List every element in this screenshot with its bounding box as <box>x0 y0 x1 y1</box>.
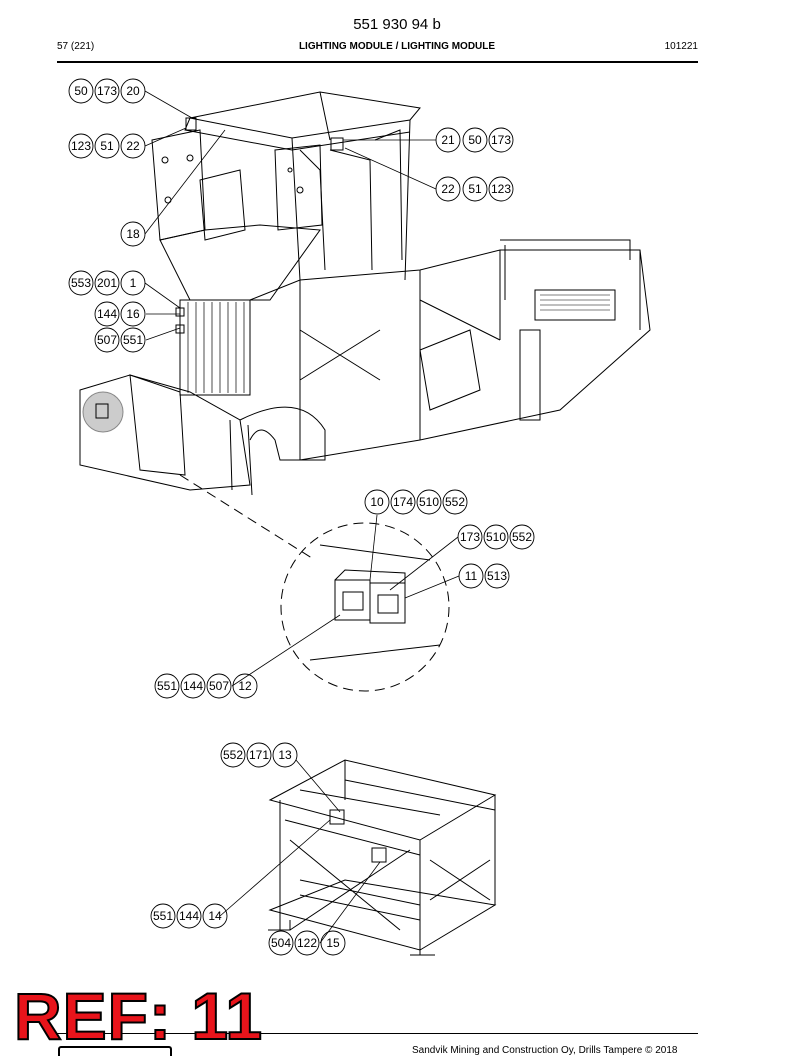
callout-label: 201 <box>97 276 117 290</box>
callout-label: 14 <box>208 909 222 923</box>
callout-label: 22 <box>126 139 140 153</box>
callout-group-12 <box>154 673 258 699</box>
callout-label: 513 <box>487 569 507 583</box>
callout-group-3 <box>435 127 514 153</box>
callout-label: 553 <box>71 276 91 290</box>
callout-label: 22 <box>441 182 455 196</box>
callout-label: 50 <box>74 84 88 98</box>
callout-label: 1 <box>130 276 137 290</box>
callout-group-6 <box>68 270 146 296</box>
callout-group-1 <box>68 78 146 104</box>
callout-label: 50 <box>468 133 482 147</box>
stand-frame <box>268 759 497 956</box>
callout-label: 20 <box>126 84 140 98</box>
callout-group-4 <box>435 176 514 202</box>
callout-label: 18 <box>126 227 140 241</box>
callout-label: 11 <box>465 569 478 583</box>
callout-group-15 <box>268 930 346 956</box>
callout-label: 15 <box>326 936 340 950</box>
callout-label: 552 <box>512 530 532 544</box>
footer-rule <box>57 1033 698 1034</box>
callout-label: 144 <box>183 679 203 693</box>
page-title: LIGHTING MODULE / LIGHTING MODULE <box>298 41 496 52</box>
header-rule <box>57 61 698 63</box>
footer-copyright: Sandvik Mining and Construction Oy, Dril… <box>412 1045 678 1056</box>
callout-label: 51 <box>100 139 114 153</box>
callout-label: 144 <box>97 307 117 321</box>
callout-group-5 <box>120 221 146 247</box>
callout-label: 51 <box>468 182 482 196</box>
callout-label: 16 <box>126 307 140 321</box>
callout-label: 552 <box>445 495 465 509</box>
callout-label: 504 <box>271 936 291 950</box>
reference-stamp: REF: 11 <box>13 979 264 1053</box>
callout-label: 144 <box>179 909 199 923</box>
callout-label: 551 <box>123 333 143 347</box>
detail-lamps <box>309 544 441 661</box>
callout-group-13 <box>220 742 298 768</box>
document-code: 101221 <box>664 41 698 52</box>
machine-illustration <box>79 91 651 496</box>
callout-label: 507 <box>97 333 117 347</box>
callout-label: 123 <box>491 182 511 196</box>
callout-group-10 <box>457 524 535 550</box>
document-number: 551 930 94 b <box>353 16 441 33</box>
callout-labels: 50 173 20 123 51 22 21 50 173 22 51 123 … <box>71 84 532 950</box>
callout-label: 13 <box>278 748 292 762</box>
callout-label: 551 <box>153 909 173 923</box>
callout-label: 12 <box>238 679 252 693</box>
callout-label: 173 <box>491 133 511 147</box>
callout-label: 10 <box>370 495 384 509</box>
callout-group-2 <box>68 133 146 159</box>
callout-group-14 <box>150 903 228 929</box>
detail-view <box>179 474 450 692</box>
callout-group-11 <box>458 563 510 589</box>
callout-label: 510 <box>419 495 439 509</box>
callout-label: 174 <box>393 495 413 509</box>
callout-label: 507 <box>209 679 229 693</box>
callout-group-9 <box>364 489 468 515</box>
callout-label: 171 <box>249 748 269 762</box>
callout-group-8 <box>94 327 146 353</box>
callout-label: 510 <box>486 530 506 544</box>
callout-label: 122 <box>297 936 317 950</box>
leader-lines <box>144 90 460 944</box>
callout-label: 21 <box>441 133 455 147</box>
callout-label: 173 <box>97 84 117 98</box>
callout-label: 551 <box>157 679 177 693</box>
callout-label: 173 <box>460 530 480 544</box>
page-number: 57 (221) <box>57 41 95 52</box>
callout-bubbles <box>68 78 535 956</box>
company-logo <box>58 1046 172 1056</box>
callout-label: 123 <box>71 139 91 153</box>
callout-group-7 <box>94 301 146 327</box>
callout-label: 552 <box>223 748 243 762</box>
